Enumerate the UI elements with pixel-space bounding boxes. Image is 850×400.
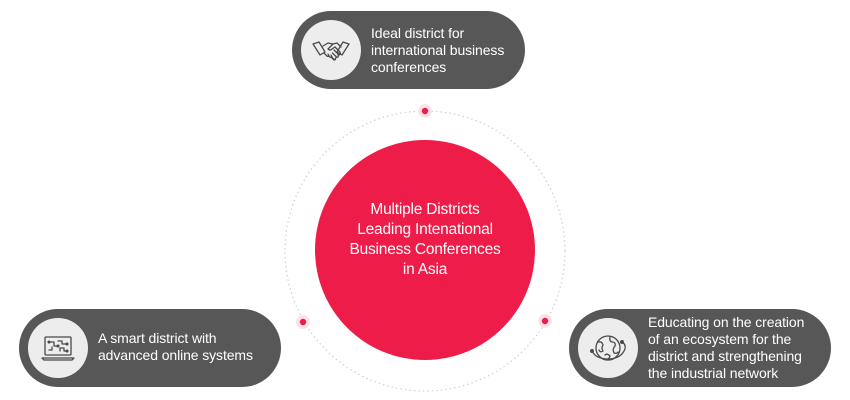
feature-pill-ecosystem: Educating on the creation of an ecosyste…	[569, 309, 831, 387]
center-title: Multiple Districts Leading Intenational …	[325, 200, 525, 280]
feature-pill-conferences: Ideal district for international busines…	[292, 11, 525, 89]
icon-badge	[28, 318, 88, 378]
globe-network-icon	[590, 335, 626, 361]
icon-badge	[301, 20, 361, 80]
feature-text-line: conferences	[371, 59, 447, 75]
center-title-line: Leading Intenational	[357, 221, 493, 238]
feature-text-line: of an ecosystem for the	[648, 331, 792, 347]
orbit-dot-top	[418, 104, 432, 118]
feature-text: Ideal district for international busines…	[371, 25, 521, 76]
feature-text-line: the industrial network	[648, 365, 779, 381]
feature-text: A smart district with advanced online sy…	[98, 330, 278, 364]
feature-text-line: Ideal district for	[371, 25, 465, 41]
orbit-dot-left	[296, 315, 310, 329]
handshake-icon	[312, 41, 350, 61]
feature-text-line: A smart district with	[98, 330, 217, 346]
feature-pill-smart-district: A smart district with advanced online sy…	[19, 309, 281, 387]
center-title-line: in Asia	[402, 261, 448, 278]
laptop-circuit-icon	[41, 336, 75, 361]
feature-text: Educating on the creation of an ecosyste…	[648, 314, 823, 382]
center-title-line: Business Conferences	[349, 241, 501, 258]
dotted-orbit	[284, 110, 566, 392]
icon-badge	[578, 318, 638, 378]
orbit-dot-right	[538, 314, 552, 328]
center-title-line: Multiple Districts	[370, 201, 480, 218]
feature-text-line: Educating on the creation	[648, 314, 805, 330]
feature-text-line: district and strengthening	[648, 348, 802, 364]
center-circle	[315, 140, 535, 360]
feature-text-line: international business	[371, 42, 505, 58]
feature-text-line: advanced online systems	[98, 347, 253, 363]
